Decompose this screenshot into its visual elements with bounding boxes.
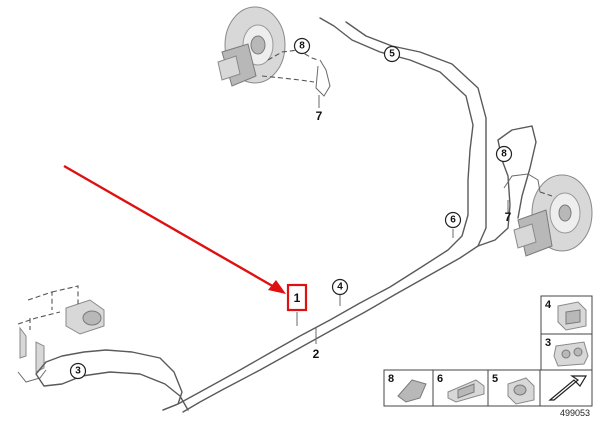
legend-part-5: 5: [487, 369, 541, 407]
svg-text:8: 8: [299, 41, 305, 52]
legend-part-8: 8: [383, 369, 434, 407]
callout-7-right: 7: [505, 210, 512, 224]
callout-5: 5: [383, 45, 401, 63]
svg-text:3: 3: [545, 337, 551, 349]
svg-text:4: 4: [337, 282, 343, 293]
svg-text:4: 4: [545, 299, 552, 311]
brake-line-rear-left: [35, 349, 189, 411]
highlight-box: [286, 283, 308, 312]
legend-direction-symbol: [539, 369, 593, 407]
callout-7-top: 7: [316, 109, 323, 123]
legend-part-4: 4: [540, 295, 593, 335]
svg-text:5: 5: [389, 49, 395, 60]
svg-text:8: 8: [388, 373, 394, 385]
front-left-brake-assembly: [217, 6, 286, 87]
svg-text:3: 3: [75, 366, 81, 377]
brake-line-rear-right: [477, 125, 537, 247]
callout-3: 3: [69, 362, 87, 380]
brake-line-main-pair: [162, 17, 487, 413]
svg-text:5: 5: [492, 373, 498, 385]
callout-8-right: 8: [495, 145, 513, 163]
callout-2: 2: [313, 347, 320, 361]
svg-text:6: 6: [437, 373, 443, 385]
callout-4: 4: [331, 278, 349, 296]
callout-8-top: 8: [293, 37, 311, 55]
reference-code: 499053: [560, 408, 590, 418]
callout-6: 6: [444, 211, 462, 229]
svg-text:8: 8: [501, 149, 507, 160]
parts-legend: 4 3 8 6 5: [383, 295, 593, 407]
legend-part-3: 3: [540, 333, 593, 371]
highlight-arrow: [63, 164, 286, 294]
callout-1: 1: [294, 291, 301, 305]
svg-text:6: 6: [450, 215, 456, 226]
rear-left-bracket-assembly: [17, 285, 105, 383]
rear-right-brake-assembly: [513, 174, 593, 257]
legend-part-6: 6: [432, 369, 489, 407]
brake-hose-right: [503, 173, 553, 197]
